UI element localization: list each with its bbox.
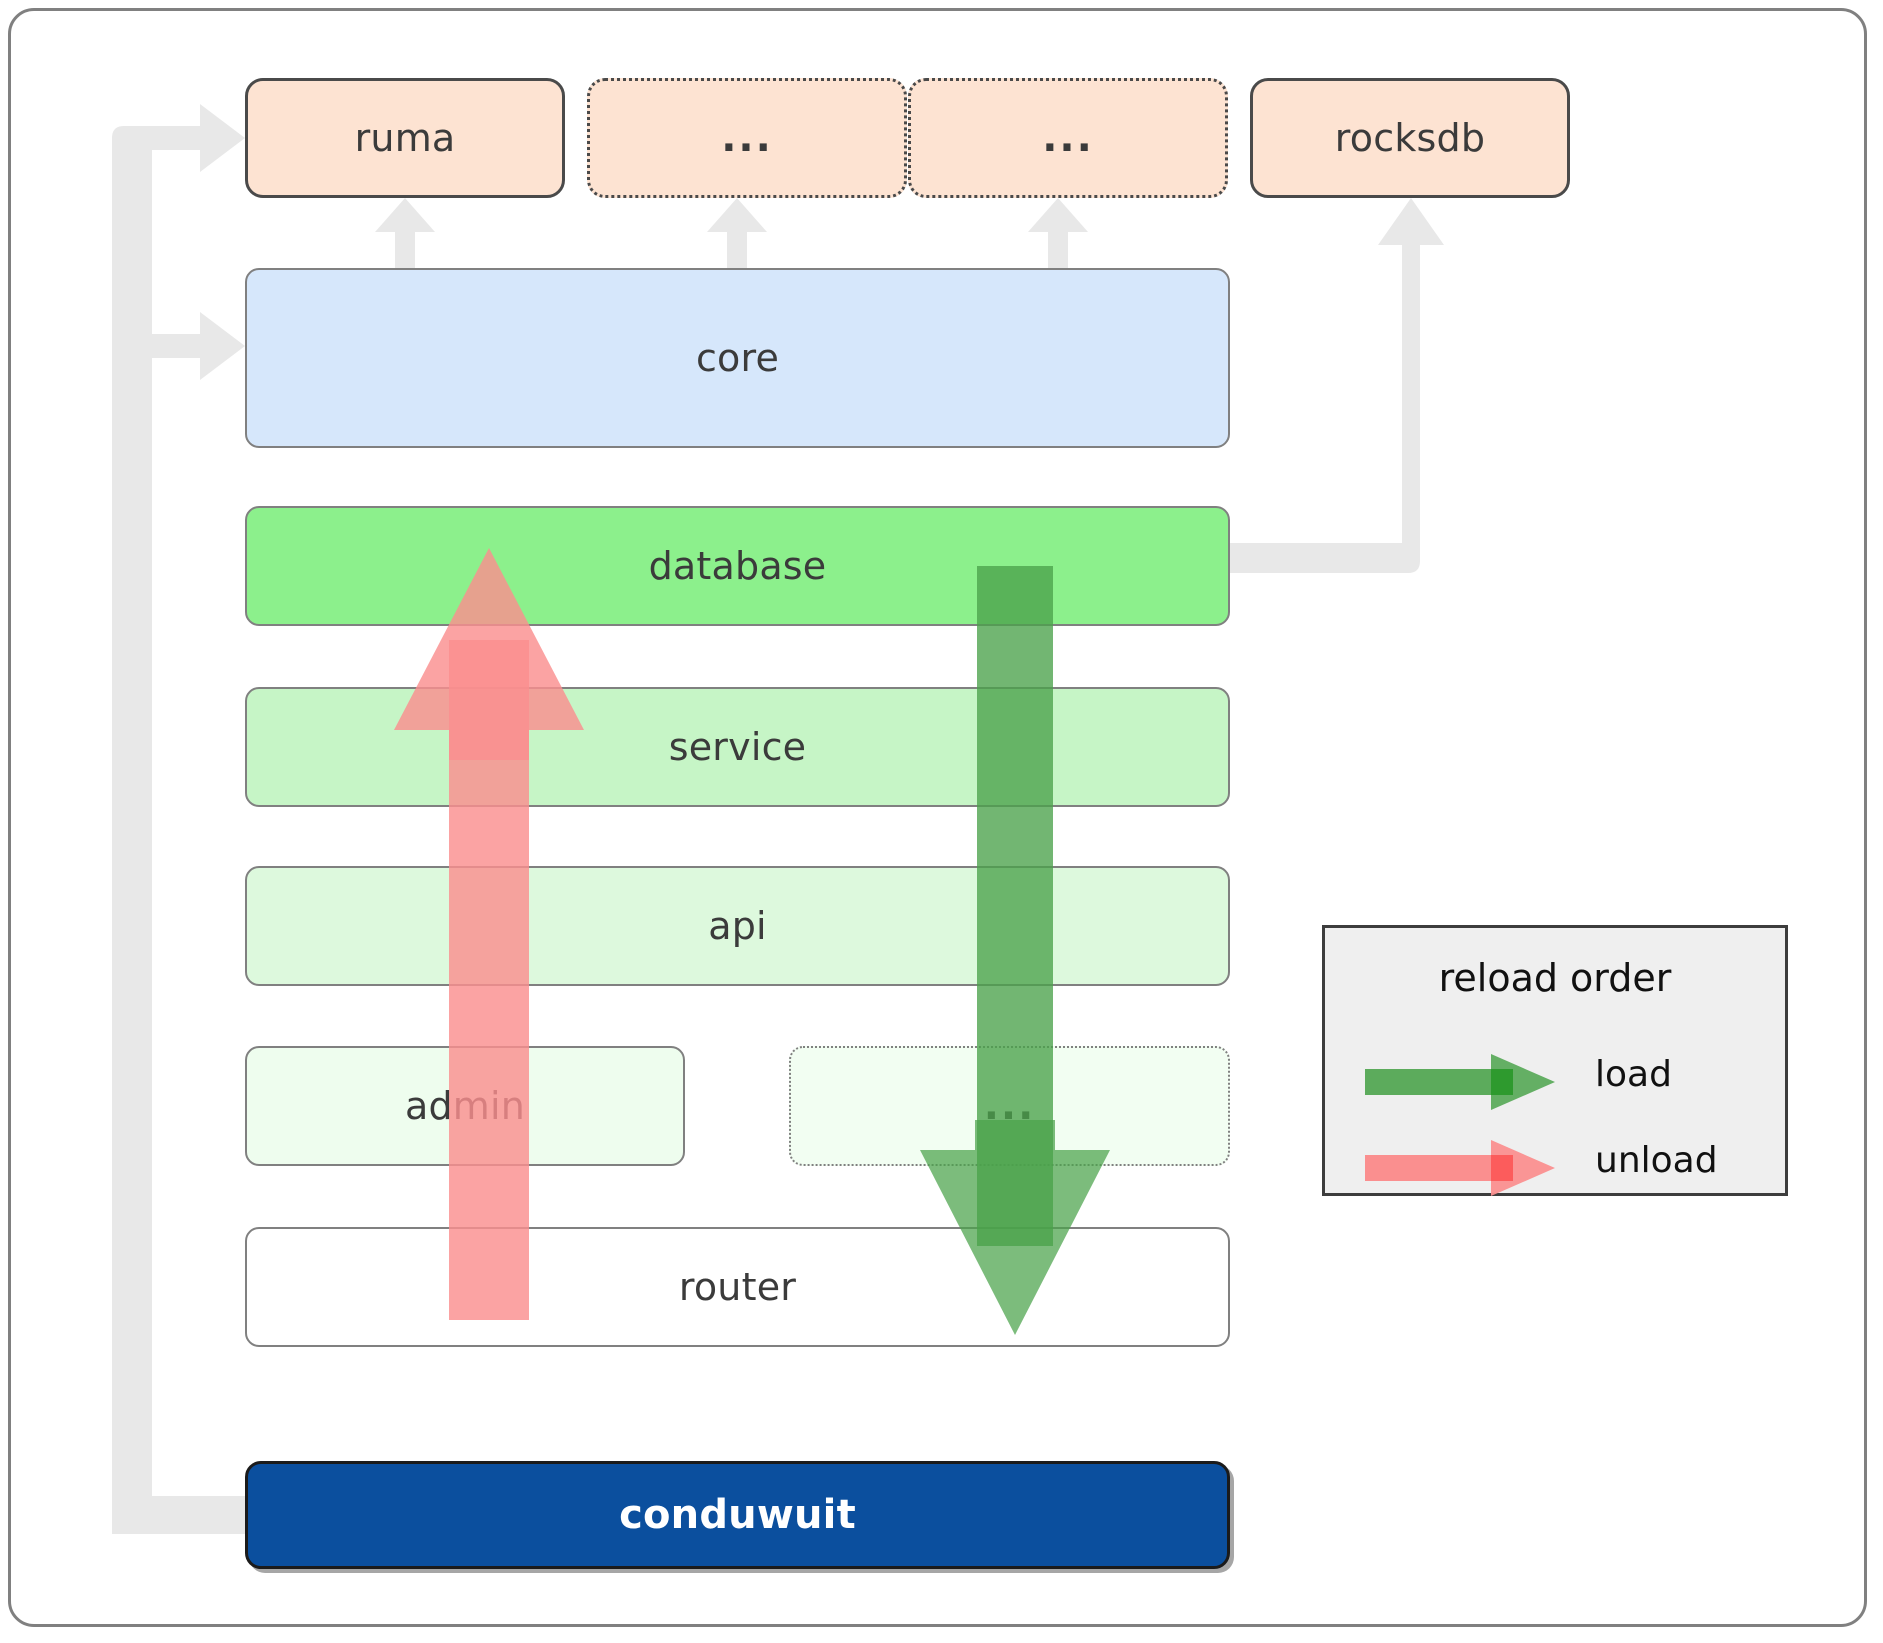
node-conduwuit[interactable]: conduwuit <box>245 1461 1230 1569</box>
node-external-placeholder-1[interactable]: ... <box>587 78 907 198</box>
node-external-placeholder-2-label: ... <box>1042 115 1094 161</box>
legend-title: reload order <box>1438 956 1672 1000</box>
node-router-label: router <box>678 1265 797 1309</box>
node-rocksdb-label: rocksdb <box>1334 116 1486 160</box>
dependency-arrow-spine <box>112 126 152 1518</box>
node-admin-label: admin <box>404 1084 526 1128</box>
node-api[interactable]: api <box>245 866 1230 986</box>
dependency-arrow-core-to-ruma <box>375 198 435 268</box>
node-conduwuit-label: conduwuit <box>619 1492 856 1538</box>
legend-panel: reload order load unload <box>1322 925 1788 1196</box>
dependency-arrow-conduwuit-to-core <box>130 312 245 380</box>
legend-arrow-unload <box>1365 1140 1555 1196</box>
dependency-arrow-database-to-rocksdb <box>1230 198 1444 573</box>
dependency-arrow-conduwuit-to-ruma <box>124 104 245 172</box>
dependency-arrow-core-to-ext2 <box>1028 198 1088 268</box>
legend-label-unload: unload <box>1595 1140 1718 1181</box>
node-router[interactable]: router <box>245 1227 1230 1347</box>
node-core-label: core <box>695 336 780 380</box>
node-rocksdb[interactable]: rocksdb <box>1250 78 1570 198</box>
node-layer-placeholder[interactable]: ... <box>789 1046 1230 1166</box>
node-service[interactable]: service <box>245 687 1230 807</box>
node-ruma-label: ruma <box>354 116 456 160</box>
node-core[interactable]: core <box>245 268 1230 448</box>
legend-arrow-load <box>1365 1054 1555 1110</box>
dependency-arrow-conduwuit-stub <box>112 1496 252 1534</box>
node-admin[interactable]: admin <box>245 1046 685 1166</box>
node-layer-placeholder-label: ... <box>983 1083 1036 1129</box>
dependency-arrow-core-to-ext1 <box>707 198 767 268</box>
node-ruma[interactable]: ruma <box>245 78 565 198</box>
node-external-placeholder-1-label: ... <box>721 115 773 161</box>
node-database[interactable]: database <box>245 506 1230 626</box>
node-database-label: database <box>648 544 827 588</box>
node-api-label: api <box>708 904 767 948</box>
legend-label-load: load <box>1595 1054 1672 1095</box>
node-service-label: service <box>668 725 807 769</box>
node-external-placeholder-2[interactable]: ... <box>908 78 1228 198</box>
